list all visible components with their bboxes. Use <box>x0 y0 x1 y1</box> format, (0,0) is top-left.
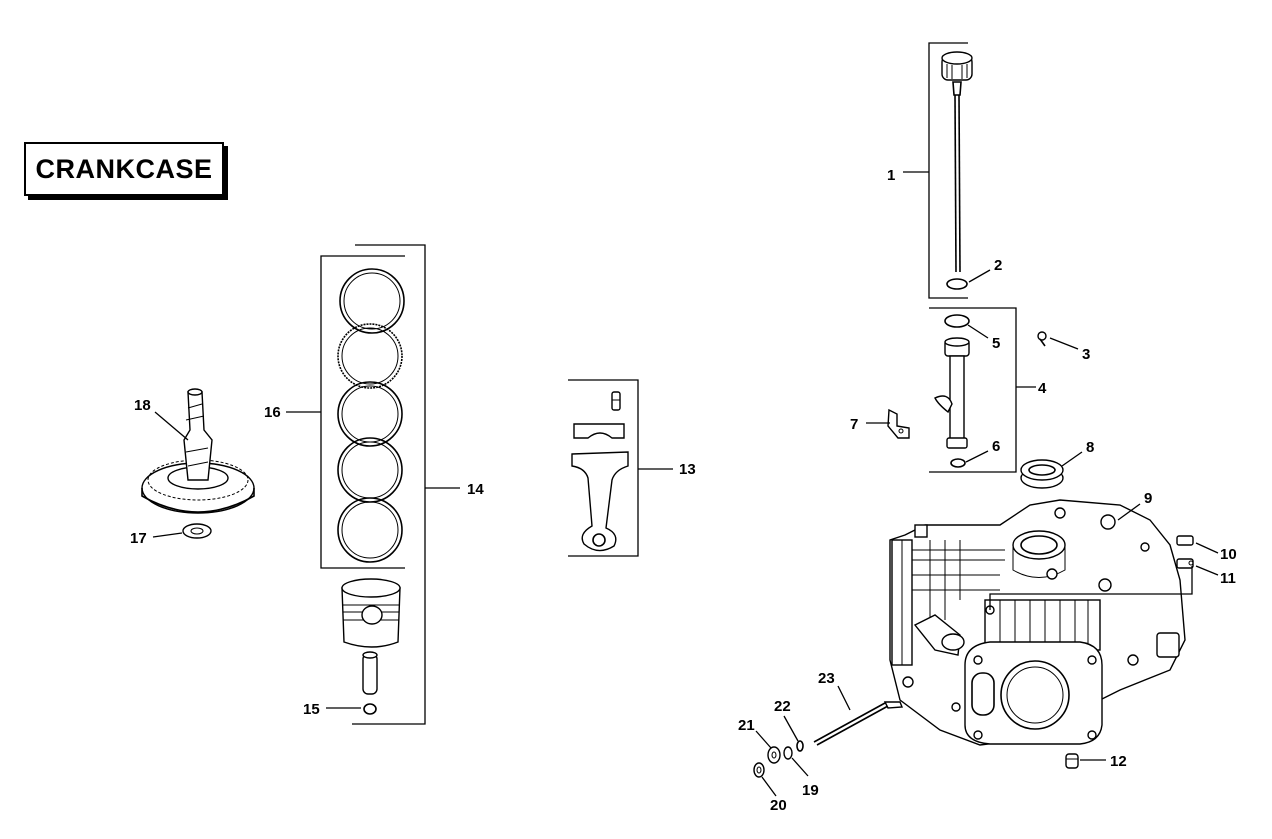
callout-2: 2 <box>994 257 1002 274</box>
callout-21: 21 <box>738 717 755 734</box>
bracket-dipstick-group <box>928 42 968 299</box>
thrust-washer-part <box>182 523 212 539</box>
o-ring-part <box>946 278 968 290</box>
callout-16: 16 <box>264 404 281 421</box>
callout-15: 15 <box>303 701 320 718</box>
nut-part-19 <box>783 746 793 760</box>
clip-bracket-part <box>887 408 910 439</box>
plug-part-11 <box>1176 558 1194 569</box>
callout-4: 4 <box>1038 380 1047 397</box>
callout-labels: 1 2 3 4 5 6 7 8 9 10 11 12 13 14 15 16 1… <box>130 167 1237 814</box>
oil-fill-tube-part <box>934 337 970 449</box>
crankcase-part <box>889 499 1186 746</box>
callout-5: 5 <box>992 335 1000 352</box>
drain-plug-part <box>1065 753 1079 769</box>
callout-22: 22 <box>774 698 791 715</box>
piston-pin-part <box>362 651 378 695</box>
callout-1: 1 <box>887 167 895 184</box>
callout-17: 17 <box>130 530 147 547</box>
washer-part-20 <box>753 762 765 778</box>
callout-8: 8 <box>1086 439 1094 456</box>
plug-part-10 <box>1176 535 1194 546</box>
callout-18: 18 <box>134 397 151 414</box>
piston-part <box>341 578 401 648</box>
bracket-connecting-rod-group <box>568 379 639 557</box>
camshaft-part <box>141 388 255 514</box>
callout-14: 14 <box>467 481 484 498</box>
leader-lines <box>152 171 1219 797</box>
callout-19: 19 <box>802 782 819 799</box>
callout-7: 7 <box>850 416 858 433</box>
callout-11: 11 <box>1220 570 1236 587</box>
piston-rings-part <box>337 268 405 563</box>
bracket-piston-group <box>352 244 426 725</box>
callout-20: 20 <box>770 797 787 814</box>
callout-9: 9 <box>1144 490 1152 507</box>
dipstick-part <box>941 51 973 273</box>
callout-23: 23 <box>818 670 835 687</box>
callout-3: 3 <box>1082 346 1090 363</box>
pin-retainer-part <box>363 703 377 715</box>
small-o-ring-part <box>950 458 966 468</box>
callout-13: 13 <box>679 461 696 478</box>
callout-10: 10 <box>1220 546 1237 563</box>
connecting-rod-part <box>571 391 629 552</box>
callout-6: 6 <box>992 438 1000 455</box>
screw-part <box>1037 331 1047 347</box>
bracket-oil-fill-tube-group <box>929 307 1017 473</box>
governor-shaft-part <box>813 701 904 746</box>
callout-12: 12 <box>1110 753 1127 770</box>
clip-part-22 <box>796 740 804 752</box>
seal-ring-part <box>944 314 970 328</box>
bracket-piston-rings-group <box>320 255 405 569</box>
oil-seal-part <box>1020 459 1064 489</box>
diagram-title: CRANKCASE <box>24 142 224 196</box>
washer-part-21 <box>767 746 781 764</box>
